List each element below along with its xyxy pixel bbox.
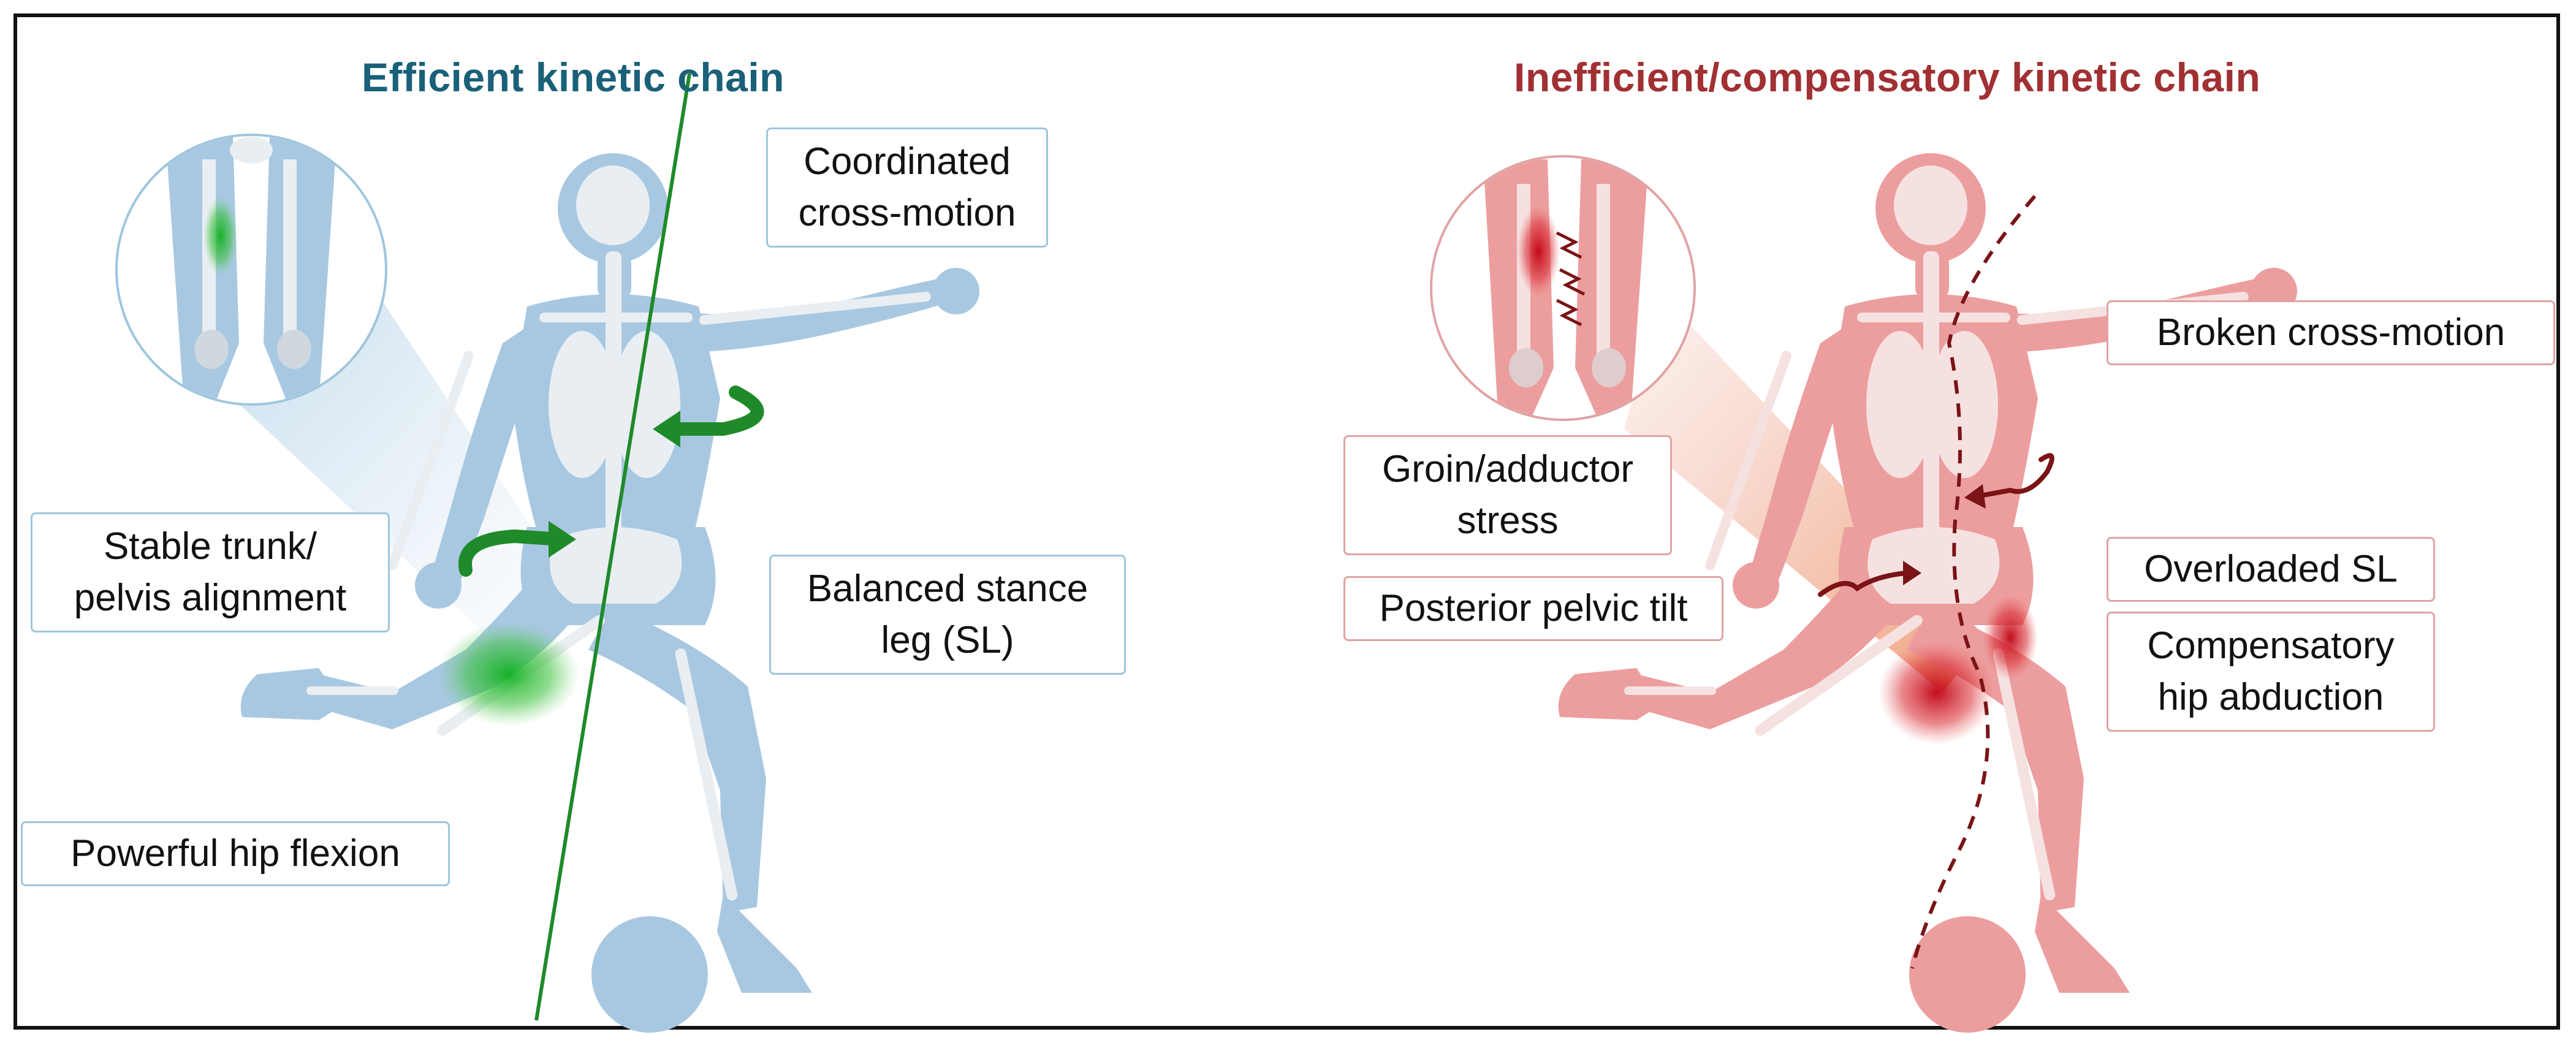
inefficient-muscle-inset <box>1430 155 1696 421</box>
label-balanced-stance-leg: Balanced stance leg (SL) <box>769 555 1126 675</box>
label-line: Compensatory <box>2147 625 2395 667</box>
label-line: Groin/adductor <box>1381 448 1634 491</box>
alignment-line <box>534 73 691 1021</box>
label-line: Stable trunk/ <box>103 525 317 568</box>
misalignment-line <box>1910 195 2037 969</box>
inefficient-panel-title: Inefficient/compensatory kinetic chain <box>1514 55 2261 100</box>
efficient-muscle-inset <box>115 134 387 406</box>
trunk-rotation-arrow <box>661 385 764 436</box>
label-powerful-hip-flexion: Powerful hip flexion <box>21 821 450 886</box>
label-line: stress <box>1457 499 1559 542</box>
pelvic-tilt-arrow <box>1818 571 1909 597</box>
groin-stress-highlight <box>1879 640 1995 745</box>
label-line: hip abduction <box>2157 676 2384 718</box>
pelvis-rotation-arrow <box>458 529 568 577</box>
label-broken-cross-motion: Broken cross-motion <box>2107 300 2555 365</box>
trunk-rotation-arrowhead <box>653 411 680 447</box>
label-line: Coordinated <box>804 140 1011 183</box>
hip-abduction-highlight <box>1983 594 2038 680</box>
label-line: pelvis alignment <box>74 577 347 619</box>
figure-border <box>13 13 2560 1030</box>
inefficient-player-figure <box>1558 153 2297 1033</box>
pelvis-rotation-arrowhead <box>549 521 576 558</box>
label-posterior-pelvic-tilt: Posterior pelvic tilt <box>1343 576 1723 641</box>
label-stable-trunk-pelvis: Stable trunk/ pelvis alignment <box>31 512 390 632</box>
label-line: leg (SL) <box>881 619 1014 661</box>
label-coordinated-cross-motion: Coordinated cross-motion <box>766 127 1048 248</box>
label-line: cross-motion <box>798 192 1016 234</box>
broken-trunk-arrow <box>1974 453 2054 499</box>
label-line: Balanced stance <box>807 568 1089 610</box>
label-groin-adductor-stress: Groin/adductor stress <box>1343 435 1672 555</box>
label-compensatory-hip-abduction: Compensatory hip abduction <box>2107 612 2435 732</box>
hip-flexor-highlight <box>438 622 579 726</box>
label-overloaded-sl: Overloaded SL <box>2107 537 2435 602</box>
efficient-panel-title: Efficient kinetic chain <box>362 55 785 100</box>
